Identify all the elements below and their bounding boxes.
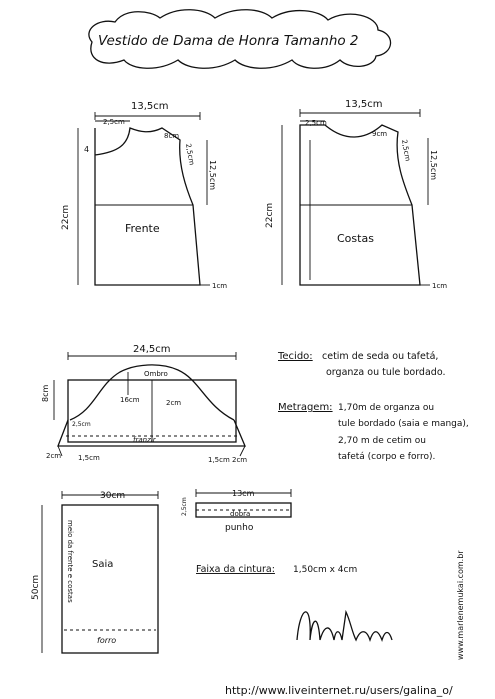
back-piece-label: Costas (337, 232, 374, 245)
front-neck-label: 2,5cm (103, 118, 125, 126)
tecido-line-1: cetim de seda ou tafetá, (322, 351, 438, 362)
belt-label: Faixa da cintura: (196, 564, 275, 575)
sleeve-height-label: 8cm (41, 385, 50, 402)
front-ease-label: 1cm (212, 282, 227, 290)
sleeve-hem-c-label: 1,5cm (208, 456, 230, 464)
sleeve-hem-b-label: 1,5cm (78, 454, 100, 462)
front-piece-label: Frente (125, 222, 160, 235)
front-width-label: 13,5cm (131, 101, 169, 112)
skirt-width-label: 30cm (100, 491, 125, 501)
back-armhole-label: 2,5cm (400, 139, 412, 162)
sleeve-gather-label: franzir (133, 436, 157, 444)
page-title: Vestido de Dama de Honra Tamanho 2 (98, 33, 359, 49)
skirt-length-label: 50cm (31, 575, 41, 600)
front-bodice: 13,5cm 2,5cm 8cm 4 2,5cm 22cm 12,5cm Fre… (61, 101, 227, 290)
front-armhole-label: 2,5cm (184, 143, 196, 166)
signature (296, 609, 393, 643)
cuff-width-label: 13cm (232, 489, 255, 498)
metragem-label: Metragem: (278, 402, 333, 413)
metragem-line-4: tafetá (corpo e forro). (338, 452, 435, 462)
metragem-line-1: 1,70m de organza ou (338, 403, 434, 413)
back-shoulder-label: 9cm (372, 130, 387, 138)
tecido-line-2: organza ou tule bordado. (326, 367, 445, 378)
back-length-label: 22cm (265, 203, 275, 228)
back-width-label: 13,5cm (345, 99, 383, 110)
tecido-label: Tecido: (277, 351, 313, 362)
back-ease-label: 1cm (432, 282, 447, 290)
front-shoulder-label: 8cm (164, 132, 179, 140)
front-neck-depth-label: 4 (84, 145, 89, 154)
skirt-pattern: 30cm 50cm meio da frente e costas Saia f… (31, 491, 159, 654)
footer-url: http://www.liveinternet.ru/users/galina_… (225, 684, 453, 697)
cuff-piece-label: punho (225, 523, 254, 533)
sleeve-left-depth-label: 16cm (120, 396, 140, 404)
sleeve-width-label: 24,5cm (133, 344, 171, 355)
title-cloud: Vestido de Dama de Honra Tamanho 2 (88, 9, 392, 69)
skirt-fold-label: meio da frente e costas (66, 520, 74, 603)
front-length-label: 22cm (61, 205, 71, 230)
sleeve-hem-a-label: 2cm (46, 452, 61, 460)
sleeve-top-label: Ombro (144, 370, 168, 378)
belt-note: Faixa da cintura: 1,50cm x 4cm (196, 564, 357, 575)
sleeve-hem-d-label: 2cm (232, 456, 247, 464)
sleeve-left-hem-label: 2,5cm (72, 421, 91, 428)
cuff-fold-label: dobra (230, 510, 250, 518)
front-armhole-height-label: 12,5cm (208, 160, 217, 190)
back-bodice: 13,5cm 2,5cm 9cm 2,5cm 22cm 12,5cm Costa… (265, 99, 447, 290)
website-label: www.marlenemukai.com.br (456, 550, 465, 660)
belt-value: 1,50cm x 4cm (293, 565, 357, 575)
metragem-line-2: tule bordado (saia e manga), (338, 419, 469, 429)
skirt-lining-label: forro (97, 636, 116, 645)
skirt-piece-label: Saia (92, 559, 113, 570)
cuff-pattern: 13cm 2,5cm dobra punho (181, 489, 292, 533)
cuff-height-label: 2,5cm (181, 497, 188, 516)
back-neck-label: 2,5cm (305, 119, 327, 127)
back-armhole-height-label: 12,5cm (429, 150, 438, 180)
sleeve-right-depth-label: 2cm (166, 399, 181, 407)
sleeve-pattern: 24,5cm 8cm Ombro 16cm 2cm franzir 2,5cm … (41, 344, 247, 464)
metragem-line-3: 2,70 m de cetim ou (338, 436, 426, 446)
fabric-notes: Tecido: cetim de seda ou tafetá, organza… (277, 351, 469, 462)
